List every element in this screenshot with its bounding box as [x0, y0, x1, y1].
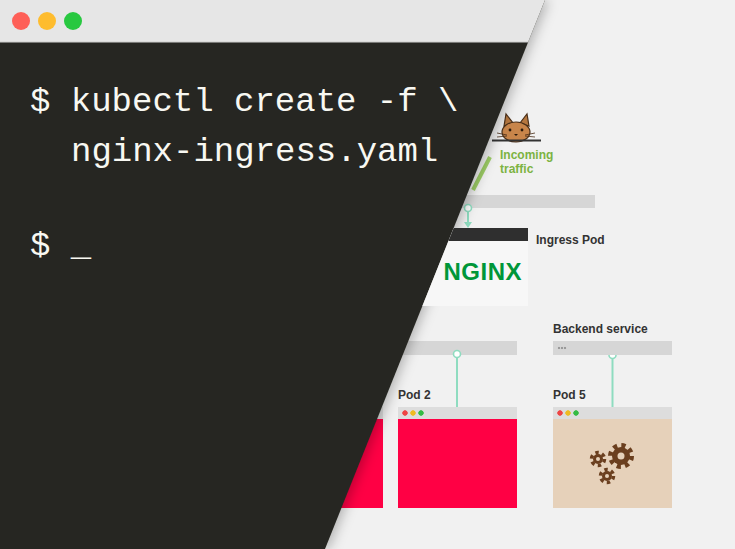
terminal-window: $ kubectl create -f \ nginx-ingress.yaml…: [0, 42, 490, 281]
cat-head: [502, 122, 530, 142]
minimize-button: [38, 12, 56, 30]
pod-window: Pod 5: [553, 407, 672, 508]
wall-line: [492, 140, 541, 142]
service-link: [456, 355, 458, 407]
titlebar-border: [0, 42, 560, 43]
cat-nose: [514, 134, 518, 136]
terminal-titlebar: [0, 0, 560, 42]
terminal-prompt: $ _: [71, 221, 471, 271]
maximize-button: [64, 12, 82, 30]
service-heading: Backend service: [553, 322, 648, 336]
cat-whiskers: [497, 133, 535, 137]
cat-eye: [509, 129, 512, 132]
service-link-dot: [465, 205, 472, 212]
nginx-logo: NGINX: [443, 257, 522, 287]
service-link-dot: [454, 351, 461, 358]
pod-heading: Ingress Pod: [536, 233, 605, 247]
flow-label: Incoming traffic: [500, 148, 558, 176]
terminal-command: $ kubectl create -f \ nginx-ingress.yaml: [71, 77, 471, 177]
terminal-window: [0, 0, 545, 549]
pod-heading: Pod 2: [398, 388, 431, 402]
service-link: [612, 355, 614, 407]
pod-window: Pod 2: [398, 407, 517, 508]
service-bar: Backend service: [553, 341, 672, 355]
cat-icon: [497, 114, 535, 142]
cat-eye: [521, 129, 524, 132]
pod-heading: Pod 5: [553, 388, 586, 402]
close-button: [12, 12, 30, 30]
